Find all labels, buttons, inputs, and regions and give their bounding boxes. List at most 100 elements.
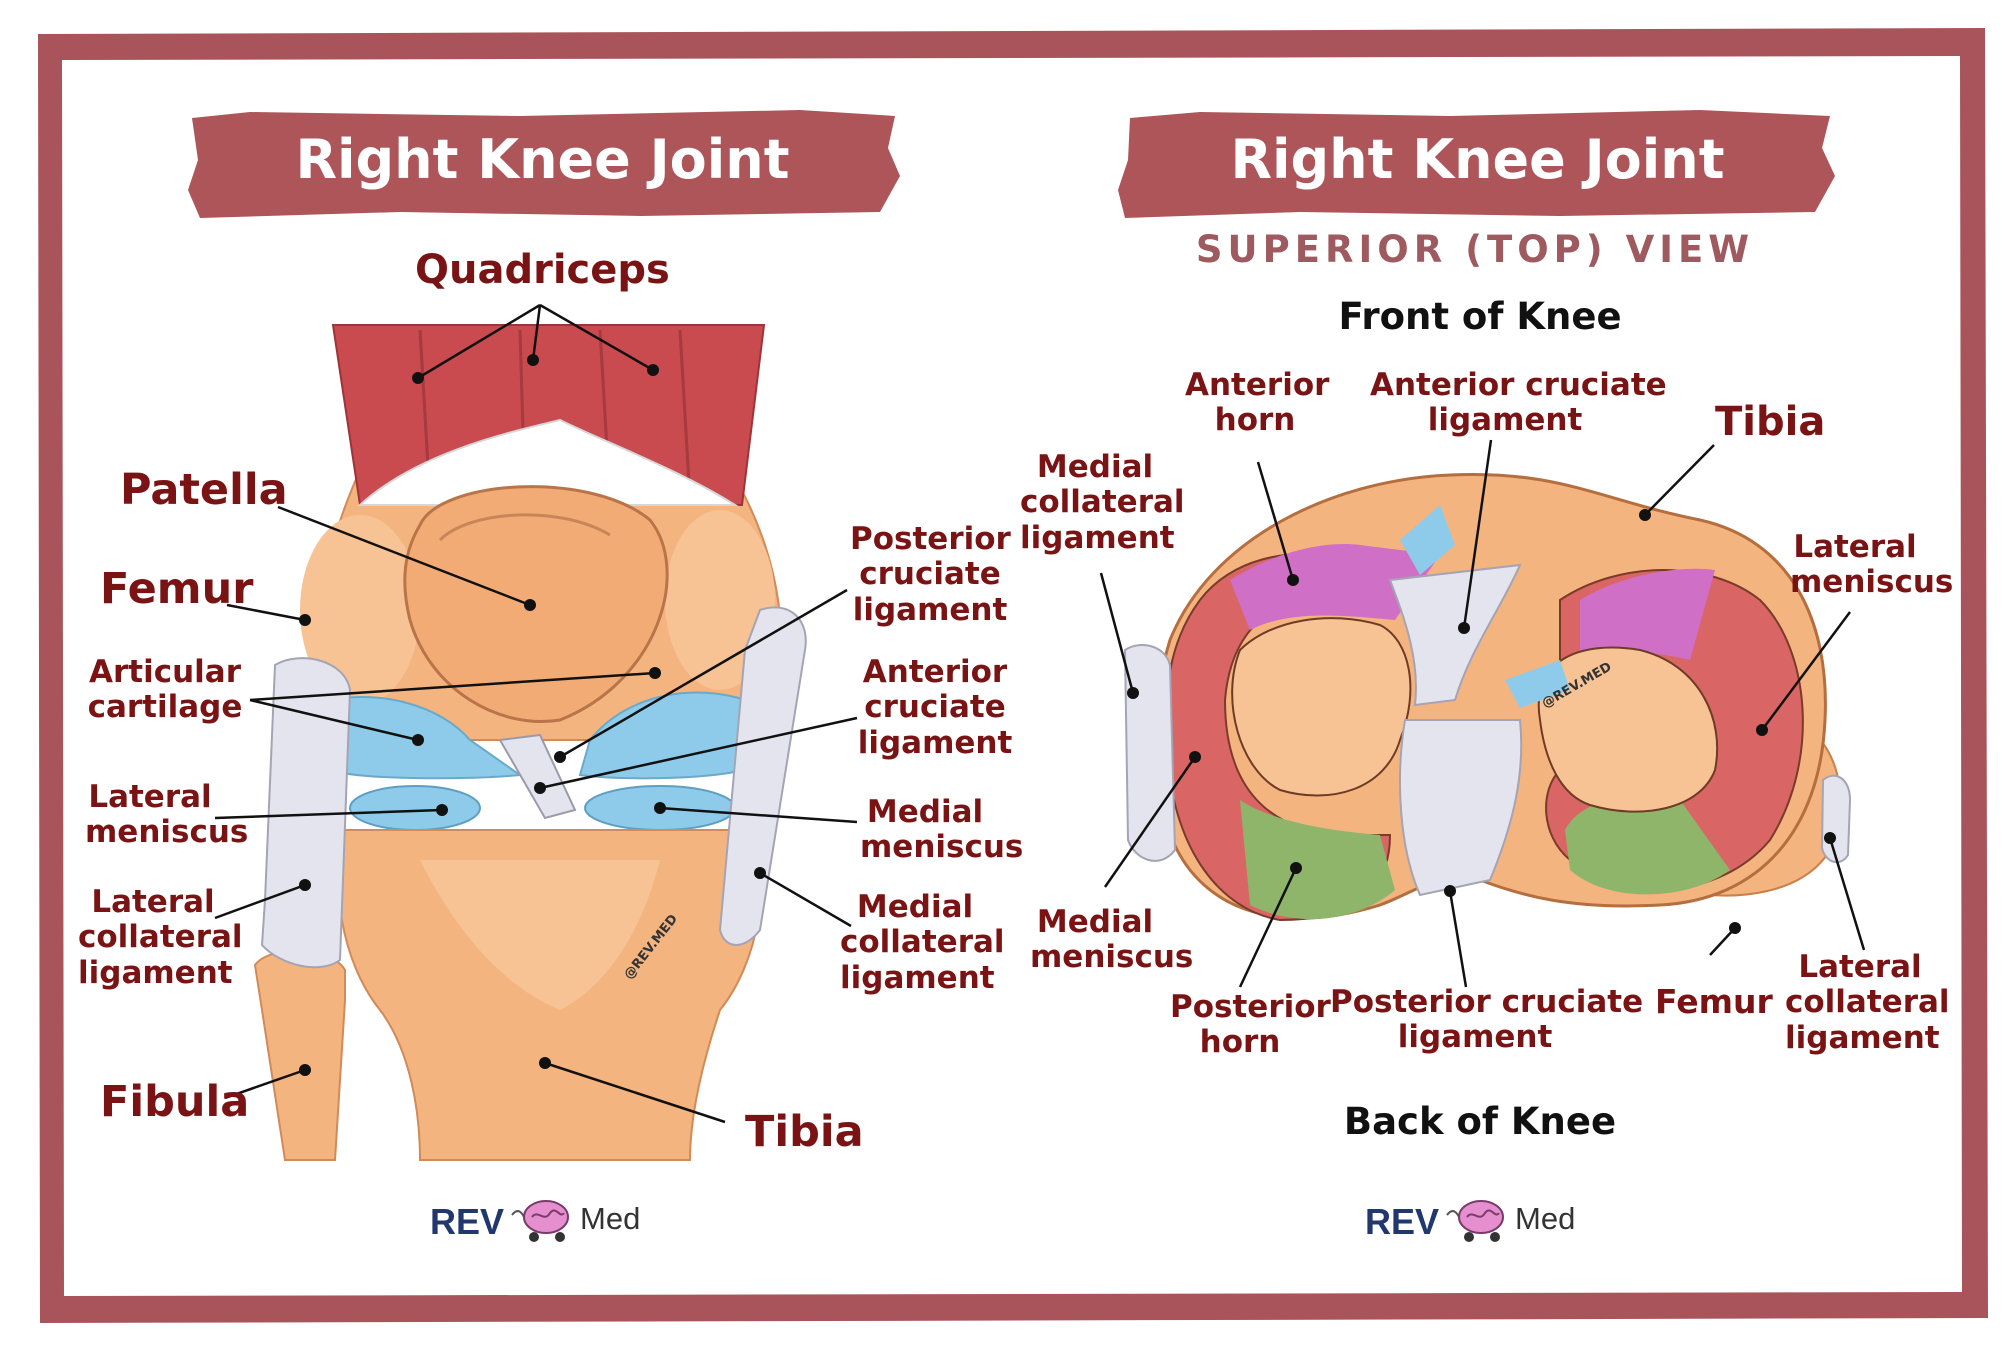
- label-medial-meniscus-left: Medial meniscus: [860, 794, 1024, 866]
- label-mcl-left-line2: collateral: [840, 924, 1005, 961]
- label-mcl-left-line1: Medial: [856, 889, 974, 925]
- right-acl-blue-strip-2: [1505, 660, 1570, 708]
- label-pcl-left-line1: Posterior: [850, 521, 1011, 557]
- label-mcl-right-line1: Medial: [1036, 449, 1154, 485]
- label-medial-collateral-ligament-left: Medial collateral ligament: [840, 889, 1005, 996]
- label-fibula: Fibula: [100, 1077, 250, 1127]
- label-lateral-collateral-ligament-left: Lateral collateral ligament: [78, 884, 243, 991]
- label-posterior-cruciate-ligament-left: Posterior cruciate ligament: [850, 521, 1011, 628]
- label-patella: Patella: [120, 465, 288, 515]
- label-lcl-left-line2: collateral: [78, 919, 243, 956]
- label-tibia-right: Tibia: [1715, 399, 1826, 445]
- label-femur: Femur: [100, 564, 254, 614]
- label-acl-left-line2: cruciate: [864, 689, 1006, 726]
- right-title-bar: [1118, 110, 1835, 218]
- right-medial-condyle: [1231, 617, 1412, 797]
- right-lateral-collateral-ligament-shape: [1820, 774, 1852, 864]
- left-panel-title: Right Knee Joint: [295, 128, 790, 191]
- right-lateral-condyle: [1537, 646, 1719, 813]
- left-quadriceps-tendon: [357, 418, 739, 506]
- label-articular-cartilage-line1: Articular: [88, 654, 241, 690]
- right-logo-rev: REV: [1365, 1201, 1440, 1242]
- label-mcl-right-line2: collateral: [1020, 484, 1185, 521]
- brain-car-icon: [1446, 1200, 1504, 1242]
- label-anterior-cruciate-ligament-left: Anterior cruciate ligament: [855, 654, 1015, 761]
- left-fibula-shape: [253, 949, 346, 1161]
- left-cruciate-ligaments: [498, 733, 577, 820]
- label-lcl-right-line3: ligament: [1785, 1019, 1940, 1056]
- label-lateral-meniscus-left-line2: meniscus: [85, 814, 249, 851]
- label-posterior-horn: Posterior horn: [1170, 989, 1331, 1061]
- right-leader-lines: [1099, 439, 1866, 988]
- label-anterior-horn: Anterior horn: [1185, 367, 1330, 439]
- right-anterior-cruciate-ligament-shape: [1388, 563, 1522, 707]
- brain-car-icon: [511, 1200, 569, 1242]
- left-lateral-collateral-ligament-shape: [260, 657, 352, 969]
- right-posterior-cruciate-ligament-shape: [1399, 719, 1523, 897]
- left-medial-collateral-ligament-shape: [718, 606, 807, 946]
- label-articular-cartilage-line2: cartilage: [87, 689, 243, 726]
- right-lateral-posterior-horn: [1565, 796, 1730, 895]
- right-panel-subtitle: SUPERIOR (TOP) VIEW: [1195, 228, 1755, 271]
- label-lcl-right-line1: Lateral: [1798, 949, 1922, 985]
- left-patella-shape: [403, 485, 669, 723]
- label-acl-left-line1: Anterior: [862, 654, 1008, 690]
- right-medial-posterior-horn: [1240, 800, 1395, 920]
- right-panel-title: Right Knee Joint: [1230, 128, 1725, 191]
- label-medial-collateral-ligament-right: Medial collateral ligament: [1020, 449, 1185, 556]
- label-lateral-meniscus-left-line1: Lateral: [88, 779, 212, 815]
- label-medial-meniscus-right: Medial meniscus: [1030, 904, 1194, 976]
- label-lateral-meniscus-right: Lateral meniscus: [1790, 529, 1954, 601]
- left-logo-rev: REV: [430, 1201, 505, 1242]
- label-quadriceps: Quadriceps: [415, 247, 670, 293]
- left-title-bar: [188, 110, 900, 218]
- left-logo-med: Med: [580, 1201, 641, 1236]
- label-medial-meniscus-right-line2: meniscus: [1030, 939, 1194, 976]
- label-mcl-right-line3: ligament: [1020, 519, 1175, 556]
- label-pcl-right-line1: Posterior cruciate: [1330, 984, 1644, 1020]
- front-of-knee-label: Front of Knee: [1338, 295, 1622, 338]
- label-medial-meniscus-left-line2: meniscus: [860, 829, 1024, 866]
- label-acl-right-line1: Anterior cruciate: [1370, 367, 1667, 403]
- left-leader-lines: [214, 303, 858, 1124]
- right-medial-anterior-horn: [1230, 544, 1440, 630]
- label-pcl-left-line3: ligament: [852, 591, 1008, 628]
- label-articular-cartilage: Articular cartilage: [85, 654, 245, 726]
- left-lateral-meniscus-shape: [349, 785, 481, 831]
- label-mcl-left-line3: ligament: [840, 959, 995, 996]
- label-acl-left-line3: ligament: [857, 724, 1013, 761]
- label-posterior-cruciate-ligament-right: Posterior cruciate ligament: [1330, 984, 1644, 1056]
- label-femur-right: Femur: [1655, 982, 1773, 1021]
- label-lcl-left-line1: Lateral: [91, 884, 215, 920]
- right-logo: REV Med: [1365, 1195, 1605, 1245]
- left-tibia-tuberosity: [420, 860, 660, 1010]
- label-acl-right-line2: ligament: [1427, 402, 1583, 439]
- left-quadriceps-fibers: [418, 329, 692, 501]
- label-medial-meniscus-left-line1: Medial: [866, 794, 984, 830]
- label-posterior-horn-line1: Posterior: [1170, 989, 1331, 1025]
- right-medial-collateral-ligament-shape: [1123, 644, 1177, 862]
- label-tibia-left: Tibia: [745, 1107, 864, 1157]
- label-lcl-right-line2: collateral: [1785, 984, 1950, 1021]
- right-leader-dots: [1127, 509, 1836, 934]
- label-pcl-left-line2: cruciate: [859, 556, 1001, 593]
- right-lateral-anterior-horn: [1580, 568, 1715, 660]
- label-anterior-horn-line1: Anterior: [1185, 367, 1330, 403]
- right-logo-med: Med: [1515, 1201, 1576, 1236]
- label-medial-meniscus-right-line1: Medial: [1036, 904, 1154, 940]
- left-femur-condyle-lateral: [300, 515, 420, 705]
- label-posterior-horn-line2: horn: [1199, 1024, 1281, 1061]
- left-patella-highlight: [438, 513, 611, 542]
- label-lateral-meniscus-right-line1: Lateral: [1793, 529, 1917, 565]
- label-anterior-horn-line2: horn: [1214, 402, 1296, 439]
- label-anterior-cruciate-ligament-right: Anterior cruciate ligament: [1370, 367, 1667, 439]
- back-of-knee-label: Back of Knee: [1343, 1100, 1617, 1143]
- label-lateral-collateral-ligament-right: Lateral collateral ligament: [1785, 949, 1950, 1056]
- right-acl-blue-strip: [1400, 505, 1455, 575]
- left-leader-dots: [299, 354, 766, 1076]
- label-lcl-left-line3: ligament: [78, 954, 233, 991]
- label-pcl-right-line2: ligament: [1397, 1019, 1553, 1056]
- label-lateral-meniscus-right-line2: meniscus: [1790, 564, 1954, 601]
